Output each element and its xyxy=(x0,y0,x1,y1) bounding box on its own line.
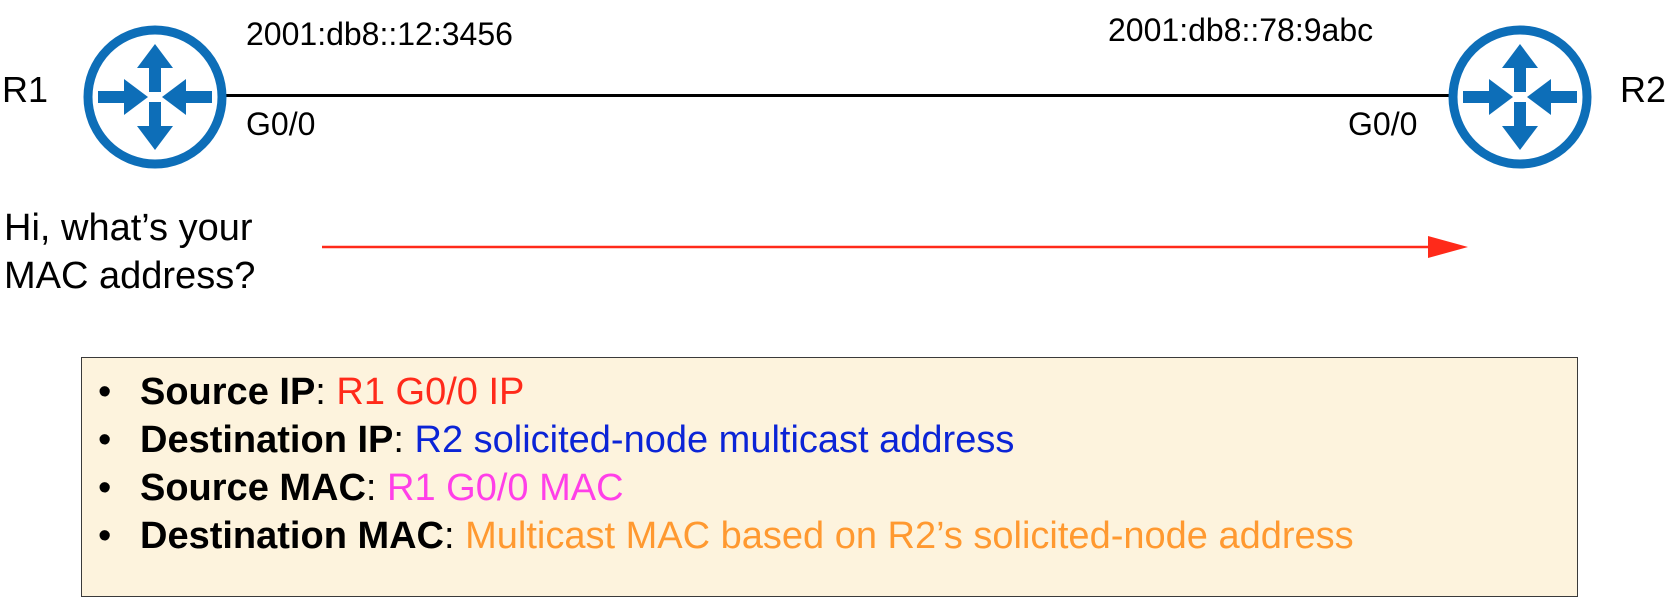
r1-interface-label: G0/0 xyxy=(246,106,316,142)
r1-router-icon xyxy=(83,25,227,169)
r2-router-icon xyxy=(1448,25,1592,169)
detail-source-mac: • Source MAC: R1 G0/0 MAC xyxy=(98,464,1577,512)
detail-label: Destination MAC xyxy=(140,515,444,557)
detail-separator: : xyxy=(365,467,388,509)
detail-destination-mac: • Destination MAC: Multicast MAC based o… xyxy=(98,512,1577,560)
detail-value: R1 G0/0 IP xyxy=(336,371,525,413)
ns-message: Hi, what’s your MAC address? xyxy=(4,204,324,300)
request-arrow xyxy=(322,236,1468,258)
detail-source-ip: • Source IP: R1 G0/0 IP xyxy=(98,368,1577,416)
bullet: • xyxy=(98,515,112,557)
bullet: • xyxy=(98,467,112,509)
detail-label: Destination IP xyxy=(140,419,394,461)
detail-value: R1 G0/0 MAC xyxy=(387,467,624,509)
detail-value: R2 solicited-node multicast address xyxy=(414,419,1015,461)
detail-separator: : xyxy=(393,419,415,461)
ns-message-line-1: Hi, what’s your xyxy=(4,207,253,249)
r2-ip-address: 2001:db8::78:9abc xyxy=(1108,12,1374,48)
r2-interface-label: G0/0 xyxy=(1348,106,1418,142)
bullet: • xyxy=(98,371,112,413)
detail-label: Source MAC xyxy=(140,467,366,509)
bullet: • xyxy=(98,419,112,461)
r2-label: R2 xyxy=(1620,69,1667,110)
packet-details-box: • Source IP: R1 G0/0 IP • Destination IP… xyxy=(81,357,1578,597)
detail-separator: : xyxy=(444,515,466,557)
packet-details-list: • Source IP: R1 G0/0 IP • Destination IP… xyxy=(82,358,1577,560)
r1-ip-address: 2001:db8::12:3456 xyxy=(246,16,513,52)
detail-label: Source IP xyxy=(140,371,316,413)
link-line xyxy=(215,94,1450,97)
ns-message-line-2: MAC address? xyxy=(4,255,256,297)
detail-separator: : xyxy=(315,371,337,413)
detail-value: Multicast MAC based on R2’s solicited-no… xyxy=(465,515,1354,557)
r1-label: R1 xyxy=(2,69,49,110)
detail-destination-ip: • Destination IP: R2 solicited-node mult… xyxy=(98,416,1577,464)
